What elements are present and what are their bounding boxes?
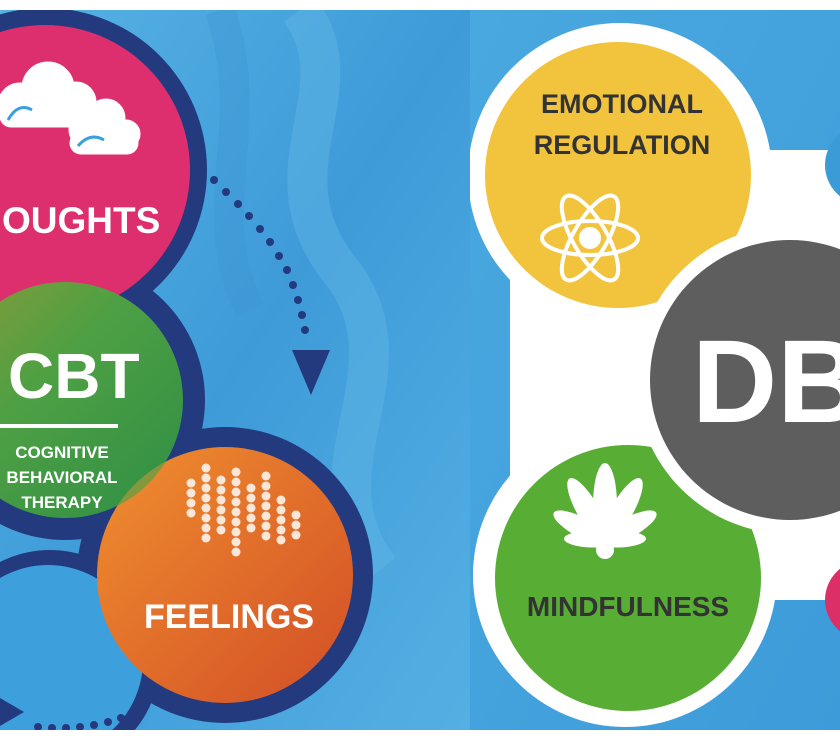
clouds-icon [0,61,141,155]
partial-pink-circle [825,568,840,632]
feelings-dots-icon [186,463,301,557]
emotional-line2: REGULATION [534,130,711,160]
arrowhead-left [0,698,24,726]
dbt-diagram: EMOTIONAL REGULATION MINDFULNESS DB [470,10,840,730]
cbt-circle [0,282,183,518]
emotional-line1: EMOTIONAL [541,89,703,119]
dbt-panel: EMOTIONAL REGULATION MINDFULNESS DB [470,10,840,730]
thoughts-label: OUGHTS [2,200,160,241]
feelings-circle [97,447,353,703]
cbt-panel: OUGHTS CBT COGNITIVE BEHAVIORAL THERAPY … [0,10,470,730]
mindfulness-label: MINDFULNESS [527,591,729,622]
cbt-subtitle-line1: COGNITIVE [15,443,109,462]
cbt-subtitle-line3: THERAPY [21,493,103,512]
cbt-diagram: OUGHTS CBT COGNITIVE BEHAVIORAL THERAPY … [0,10,470,730]
feelings-label: FEELINGS [144,598,314,636]
cbt-subtitle-line2: BEHAVIORAL [6,468,117,487]
dbt-title: DB [692,316,840,448]
arrowhead-down [292,350,330,395]
emotional-regulation-circle [485,42,751,308]
atom-icon [540,193,640,283]
dbt-circle [650,240,840,520]
partial-blue-circle [825,133,840,197]
cbt-title: CBT [8,340,140,412]
lotus-icon [553,463,657,559]
dotted-arrow-right [210,176,330,395]
cbt-underline [0,424,118,428]
dotted-arrow-bottom [0,698,138,730]
